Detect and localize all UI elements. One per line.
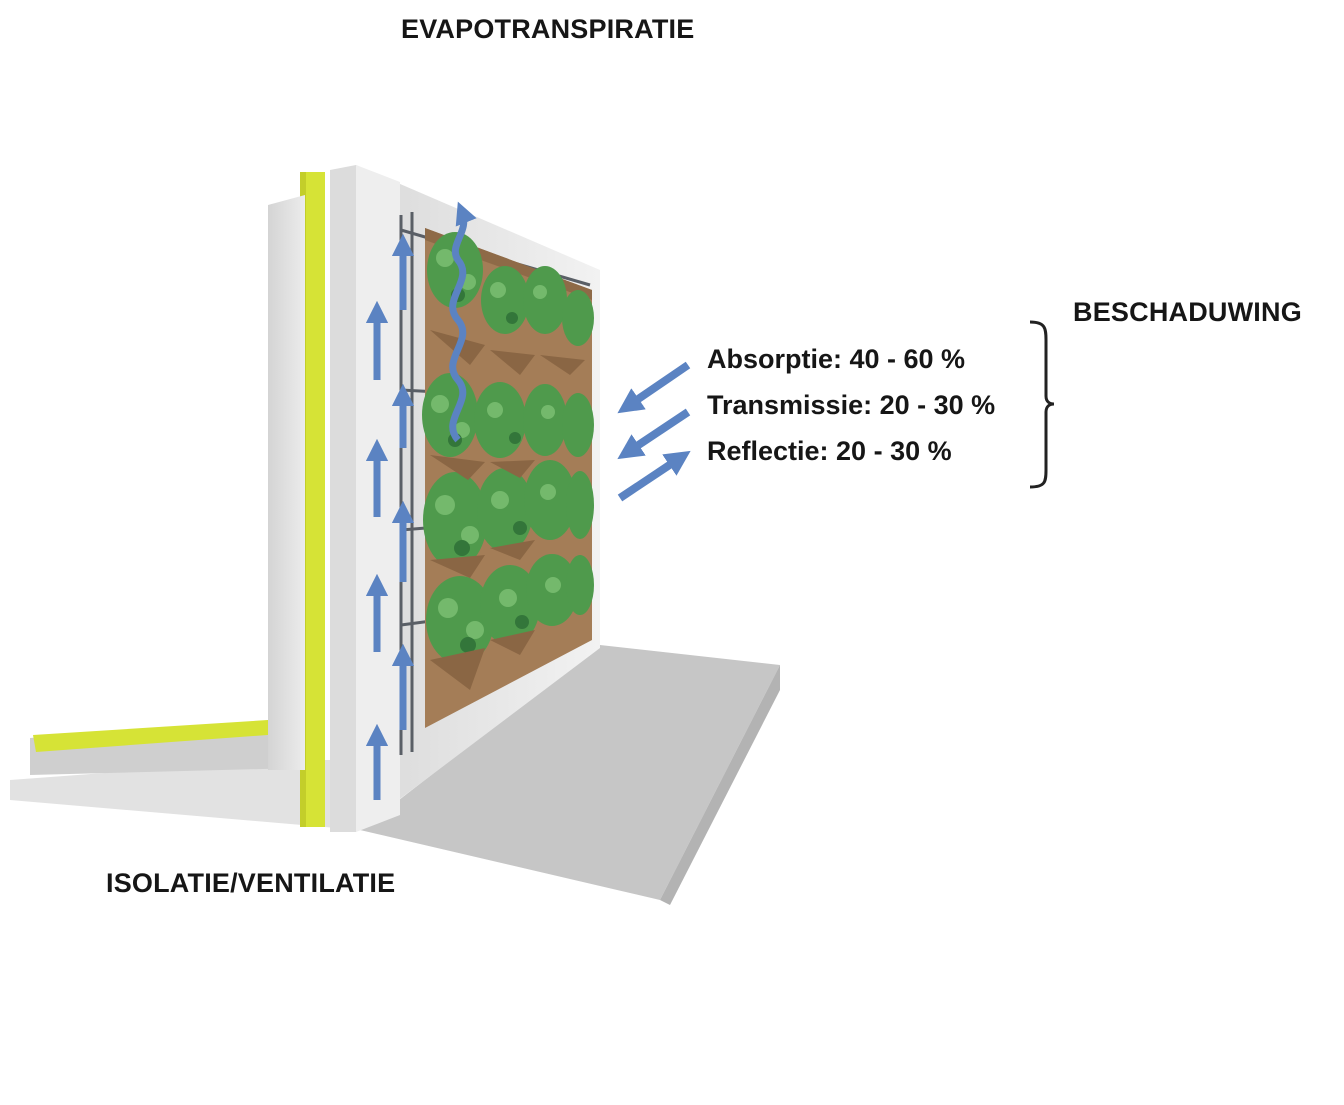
reflection-stat: Reflectie: 20 - 30 % <box>707 436 952 466</box>
insulation-ventilation-label: ISOLATIE/VENTILATIE <box>106 868 396 898</box>
plant-foliage <box>422 232 594 690</box>
evapotranspiration-arrow <box>449 201 477 443</box>
transmission-stat: Transmissie: 20 - 30 % <box>707 390 996 420</box>
shading-bracket <box>1029 320 1055 489</box>
inner-wall <box>268 165 356 832</box>
evapotranspiration-label: EVAPOTRANSPIRATIE <box>401 14 695 44</box>
radiation-arrows <box>617 361 691 502</box>
absorption-stat: Absorptie: 40 - 60 % <box>707 344 966 374</box>
ventilation-arrows <box>365 233 415 800</box>
shading-label: BESCHADUWING <box>1073 297 1302 327</box>
